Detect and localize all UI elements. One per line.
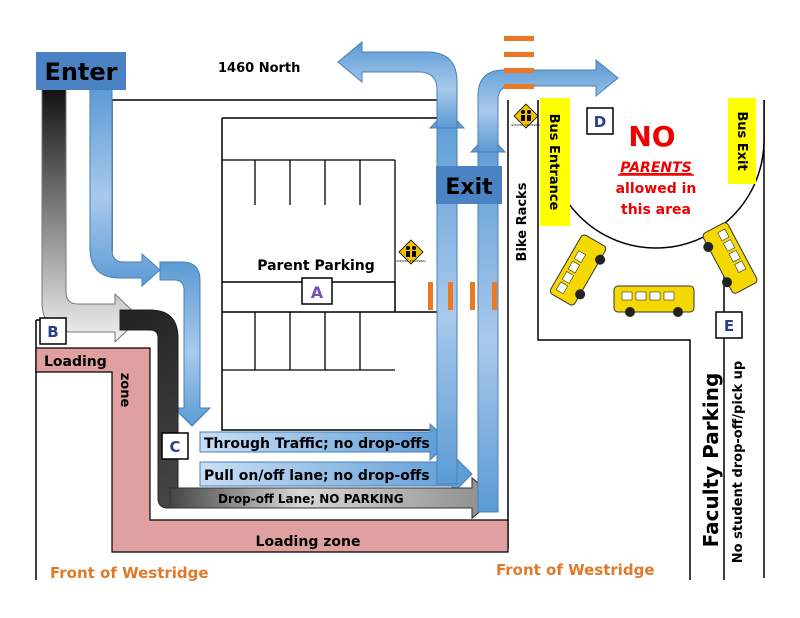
parking-stalls xyxy=(222,159,396,371)
bus-entrance-sign xyxy=(540,98,570,226)
through-traffic-arrow xyxy=(159,261,212,427)
marker-a-box xyxy=(301,277,333,305)
zone-label: zone xyxy=(117,373,132,408)
marker-a: A xyxy=(311,283,324,302)
bike-racks-label: Bike Racks xyxy=(515,182,530,261)
front-westridge-left: Front of Westridge xyxy=(50,564,209,582)
bus-icon-middle xyxy=(613,285,695,317)
marker-c: C xyxy=(169,438,180,456)
through-traffic-label: Through Traffic; no drop-offs xyxy=(204,436,430,452)
exit-right-curve-arrow xyxy=(477,58,619,153)
no-student-dropoff-label: No student drop-off/pick up xyxy=(731,361,746,563)
bus-exit-label: Bus Exit xyxy=(734,111,749,170)
no-label: NO xyxy=(628,120,675,153)
allowed-in-label: allowed in xyxy=(616,181,697,197)
dropoff-lane-label: Drop-off Lane; NO PARKING xyxy=(218,492,404,506)
school-crossing-text-left: SCHOOL CROSSING xyxy=(396,259,426,263)
marker-b: B xyxy=(47,323,58,341)
street-label: 1460 North xyxy=(218,61,300,76)
faculty-parking-label: Faculty Parking xyxy=(699,373,723,548)
loading-label: Loading xyxy=(44,354,107,370)
loading-zone-area xyxy=(35,347,509,553)
bus-exit-sign xyxy=(728,98,756,184)
exit-left-curve-arrow xyxy=(337,40,458,129)
marker-d: D xyxy=(594,113,606,131)
this-area-label: this area xyxy=(621,202,691,218)
exit-label: Exit xyxy=(445,175,493,200)
marker-b-box xyxy=(39,317,67,345)
parent-parking-label: Parent Parking xyxy=(257,258,375,274)
parents-label: PARENTS xyxy=(620,160,692,176)
parking-entry-arrow xyxy=(89,87,161,288)
enter-label: Enter xyxy=(44,58,117,86)
loading-zone-label: Loading zone xyxy=(256,534,361,550)
school-crossing-sign-right: SCHOOL CROSSING xyxy=(511,103,541,129)
marker-d-box xyxy=(586,107,614,135)
bus-icon-right xyxy=(702,222,758,294)
exit-label-box xyxy=(436,166,502,204)
front-westridge-right: Front of Westridge xyxy=(496,561,655,579)
marker-c-box xyxy=(161,432,189,460)
school-crossing-sign-left: SCHOOL CROSSING xyxy=(396,239,426,265)
bus-entrance-label: Bus Entrance xyxy=(546,114,561,211)
school-crossing-text-right: SCHOOL CROSSING xyxy=(511,123,541,127)
enter-label-box xyxy=(36,52,126,90)
crosswalk-middle xyxy=(428,282,497,310)
marker-e-box xyxy=(715,311,743,339)
crosswalk-top xyxy=(504,36,534,89)
marker-e: E xyxy=(724,317,734,335)
bus-icon-left xyxy=(549,234,607,306)
pull-lane-label: Pull on/off lane; no drop-offs xyxy=(204,468,430,484)
